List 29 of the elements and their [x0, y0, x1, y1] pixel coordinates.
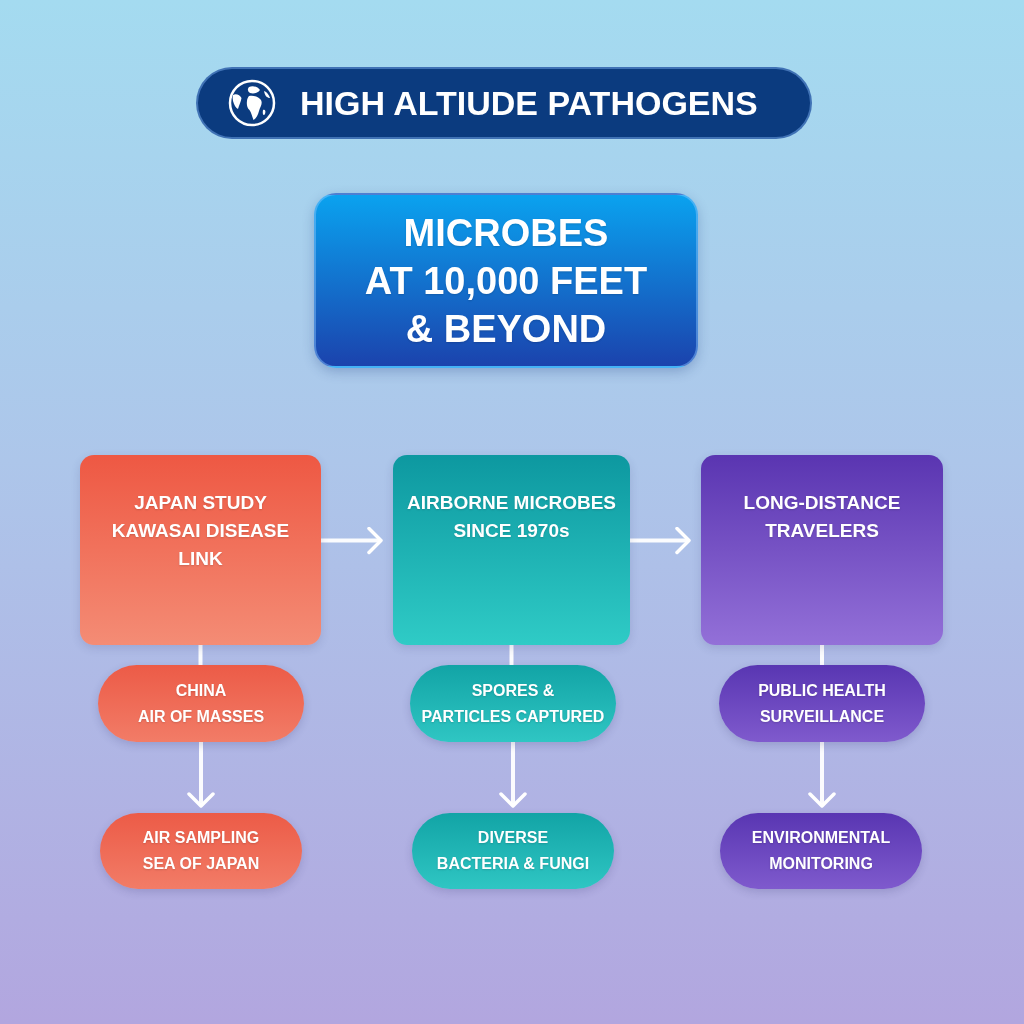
arrow: [499, 742, 527, 808]
detail-pill: [720, 813, 922, 889]
pill-text: DIVERSE BACTERIA & FUNGI: [436, 828, 590, 874]
topic-card: [314, 193, 698, 368]
arrow: [808, 742, 836, 808]
pill-text: PUBLIC HEALTH SURVEILLANCE: [758, 680, 886, 727]
card-text: AIRBORNE MICROBES SINCE 1970s: [407, 491, 616, 543]
arrow: [630, 526, 691, 555]
topic-text: MICROBES AT 10,000 FEET & BEYOND: [364, 210, 648, 352]
detail-pill: [410, 665, 616, 742]
pill-text: CHINA AIR OF MASSES: [137, 680, 265, 727]
pill-text: AIR SAMPLING SEA OF JAPAN: [142, 828, 260, 874]
detail-pill: [98, 665, 304, 742]
connector-line: [198, 645, 203, 665]
detail-pill: [100, 813, 302, 889]
pill-text: ENVIRONMENTAL MONITORING: [751, 828, 891, 874]
category-card: [701, 455, 943, 645]
connector-line: [509, 645, 514, 665]
card-text: JAPAN STUDY KAWASAI DISEASE LINK: [111, 491, 290, 571]
title-text: HIGH ALTIUDE PATHOGENS: [300, 83, 758, 123]
card-text: LONG-DISTANCE TRAVELERS: [743, 491, 901, 543]
pill-text: SPORES & PARTICLES CAPTURED: [421, 680, 605, 727]
arrow: [187, 742, 215, 808]
category-card: [80, 455, 321, 645]
category-card: [393, 455, 630, 645]
arrow: [321, 526, 383, 555]
detail-pill: [412, 813, 614, 889]
detail-pill: [719, 665, 925, 742]
connector-line: [820, 645, 824, 665]
